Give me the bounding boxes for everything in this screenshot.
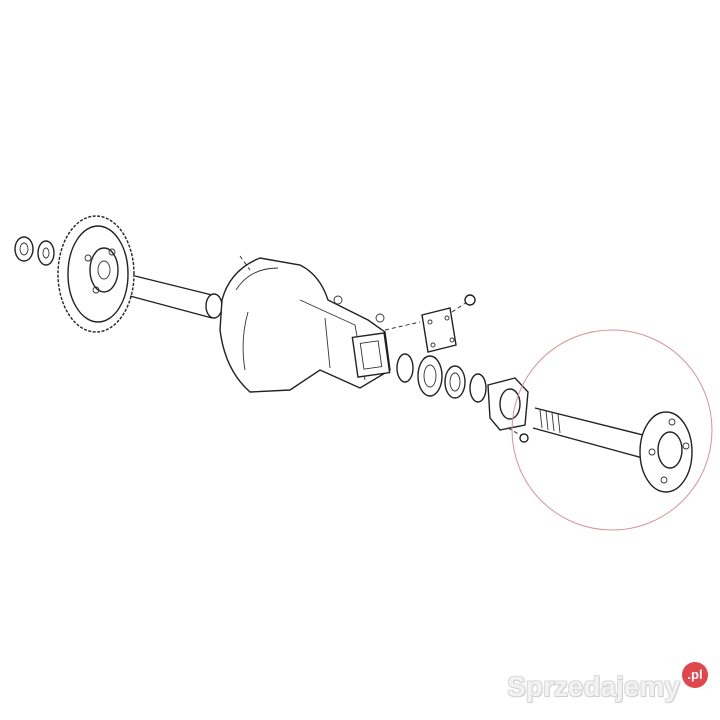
- watermark-logo: Sprzedajemy .pl: [507, 662, 708, 704]
- bearings: [396, 353, 487, 403]
- gear: [57, 215, 135, 333]
- nut-left: [14, 236, 55, 266]
- watermark-brand: Sprzedajemy: [507, 671, 680, 702]
- differential-housing: [219, 255, 421, 393]
- tube: [129, 275, 223, 319]
- axle-shaft: [532, 407, 693, 493]
- bearing-retainer: [487, 377, 529, 443]
- watermark-badge: .pl: [682, 662, 708, 688]
- cover-plate: [421, 294, 476, 353]
- highlight-circle: [511, 329, 713, 531]
